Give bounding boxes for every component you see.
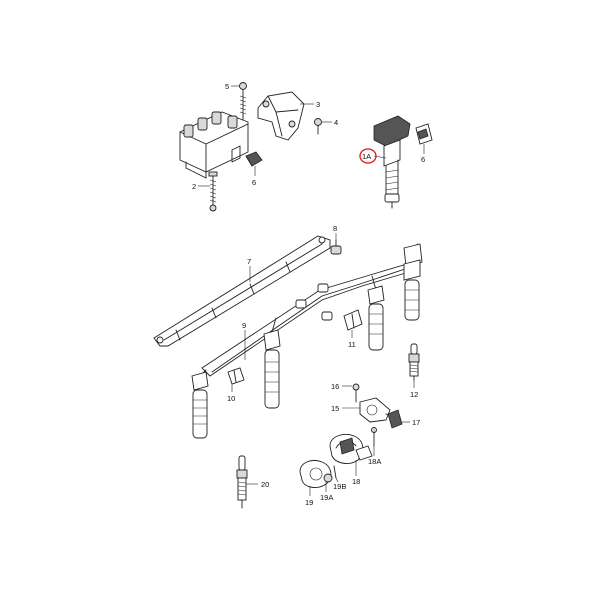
- label-17: 17: [412, 418, 420, 427]
- label-20: 20: [261, 480, 269, 489]
- clip-10: [227, 367, 245, 385]
- connector-6-right: [415, 123, 433, 145]
- bolt-2: [208, 171, 218, 212]
- bolt-16: [352, 383, 360, 403]
- label-7: 7: [247, 257, 251, 266]
- label-19a: 19A: [320, 493, 333, 502]
- label-5: 5: [225, 82, 229, 91]
- bracket-3: [257, 91, 305, 141]
- label-18a: 18A: [368, 457, 381, 466]
- ignition-coil-pack: [179, 111, 249, 179]
- nut-19a: [323, 473, 333, 483]
- stud-19b: [333, 465, 337, 479]
- label-4: 4: [334, 118, 338, 127]
- wiring-rail-7: [153, 235, 331, 347]
- label-6-left: 6: [252, 178, 256, 187]
- label-19b: 19B: [333, 482, 346, 491]
- label-6-right: 6: [421, 155, 425, 164]
- coil-on-plug-1a: [373, 115, 411, 209]
- label-2: 2: [192, 182, 196, 191]
- label-15: 15: [331, 404, 339, 413]
- label-10: 10: [227, 394, 235, 403]
- bolt-5: [239, 82, 247, 121]
- connector-6-left: [245, 151, 263, 167]
- highlight-ring-1a: [359, 148, 377, 164]
- ignition-lead-set-9: [191, 243, 423, 439]
- label-19: 19: [305, 498, 313, 507]
- screw-4: [314, 118, 322, 135]
- clip-11: [343, 309, 363, 331]
- label-18: 18: [352, 477, 360, 486]
- label-1a: 1A: [362, 152, 371, 161]
- clamp-19: [299, 460, 332, 488]
- label-16: 16: [331, 382, 339, 391]
- connector-17: [387, 409, 403, 429]
- label-3: 3: [316, 100, 320, 109]
- spark-plug-12: [408, 343, 420, 381]
- plug-20: [236, 455, 248, 509]
- bolt-18a: [371, 427, 377, 447]
- sensor-bracket-18: [329, 434, 373, 464]
- label-12: 12: [410, 390, 418, 399]
- bolt-8: [330, 239, 342, 255]
- label-9: 9: [242, 321, 246, 330]
- label-8: 8: [333, 224, 337, 233]
- label-11: 11: [348, 340, 356, 349]
- leader-lines: [198, 85, 425, 496]
